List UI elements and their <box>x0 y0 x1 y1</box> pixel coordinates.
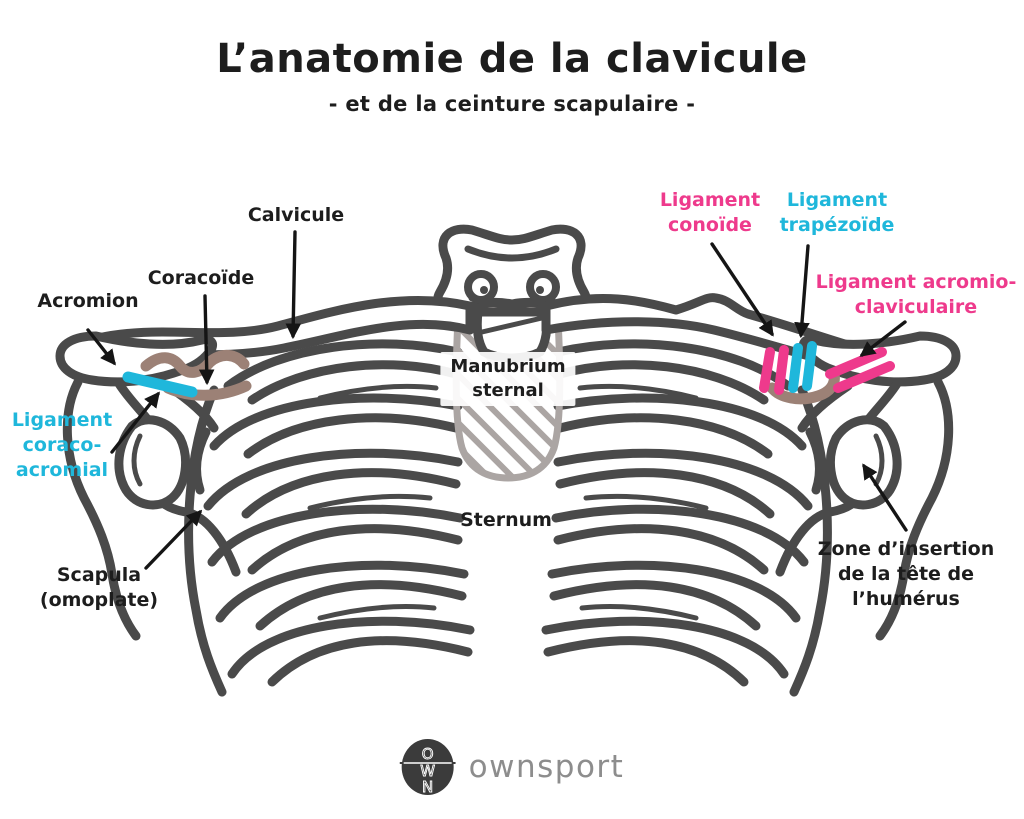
label-trapezoid-ligament: Ligament trapézoïde <box>779 189 895 237</box>
label-sternum: Sternum <box>460 509 552 531</box>
trapezoid-ligament-shape <box>788 341 817 393</box>
humerus-head-right <box>826 415 902 510</box>
label-coraco-acromial-ligament: Ligament coraco- acromial <box>11 409 113 482</box>
ownsport-logo: O W N ownsport <box>399 737 625 797</box>
logo-brand-text: ownsport <box>468 749 625 785</box>
rib-cage-left <box>184 339 475 697</box>
logo-letter-n: N <box>422 778 433 796</box>
ownsport-logo-mark: O W N <box>399 739 456 796</box>
annotation-arrows <box>86 230 908 570</box>
label-scapula: Scapula (omoplate) <box>39 564 159 612</box>
label-conoid-ligament: Ligament conoïde <box>659 189 761 237</box>
conoid-ligament-shape <box>759 345 789 395</box>
rib-cage-right <box>541 339 832 697</box>
label-coracoid: Coracoïde <box>147 267 255 289</box>
page-subtitle: - et de la ceinture scapulaire - <box>328 92 696 116</box>
label-acromioclavicular-ligament: Ligament acromio- claviculaire <box>815 271 1017 319</box>
shoulder-right <box>775 331 961 641</box>
coraco-acromial-ligament-shape <box>122 371 198 398</box>
label-humeral-head-zone: Zone d’insertion de la tête de l’humérus <box>817 538 995 611</box>
page-title: L’anatomie de la clavicule <box>216 36 808 82</box>
logo-letter-o: O <box>422 745 434 763</box>
label-acromion: Acromion <box>37 290 139 312</box>
label-clavicle: Calvicule <box>247 204 345 226</box>
logo-letter-w: W <box>420 762 435 780</box>
label-manubrium: Manubrium sternal <box>440 352 576 406</box>
coracoid-right-shape <box>766 368 840 405</box>
